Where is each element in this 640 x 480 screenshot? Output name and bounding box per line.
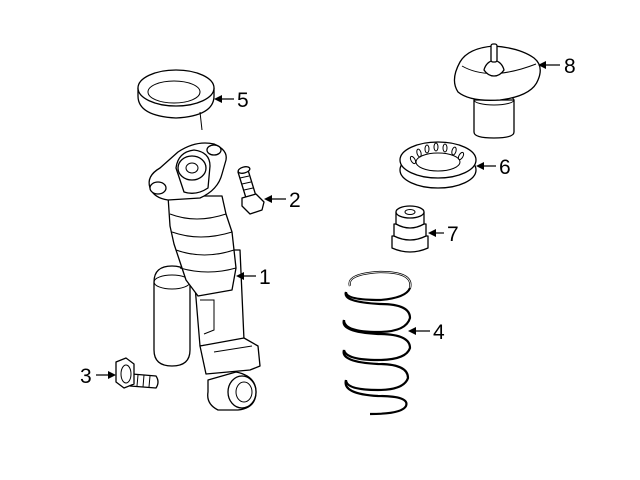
- part-3-bolt: [115, 357, 159, 389]
- part-2-bolt: [237, 166, 265, 215]
- part-7-bump-stop: [391, 205, 429, 253]
- part-8-strut-mount: [453, 43, 541, 139]
- part-4-coil-spring: [342, 270, 412, 416]
- part-6-spring-seat: [399, 141, 477, 189]
- part-1-shock-absorber: [148, 142, 261, 411]
- callout-5: 5: [237, 89, 249, 112]
- callout-4: 4: [433, 321, 445, 344]
- callout-8: 8: [564, 55, 576, 78]
- callout-1: 1: [259, 266, 271, 289]
- callout-6: 6: [499, 156, 511, 179]
- callout-leaders: [96, 61, 560, 379]
- callout-3: 3: [80, 365, 92, 388]
- callout-2: 2: [289, 189, 301, 212]
- callout-7: 7: [447, 223, 459, 246]
- part-5-insulator: [137, 69, 215, 131]
